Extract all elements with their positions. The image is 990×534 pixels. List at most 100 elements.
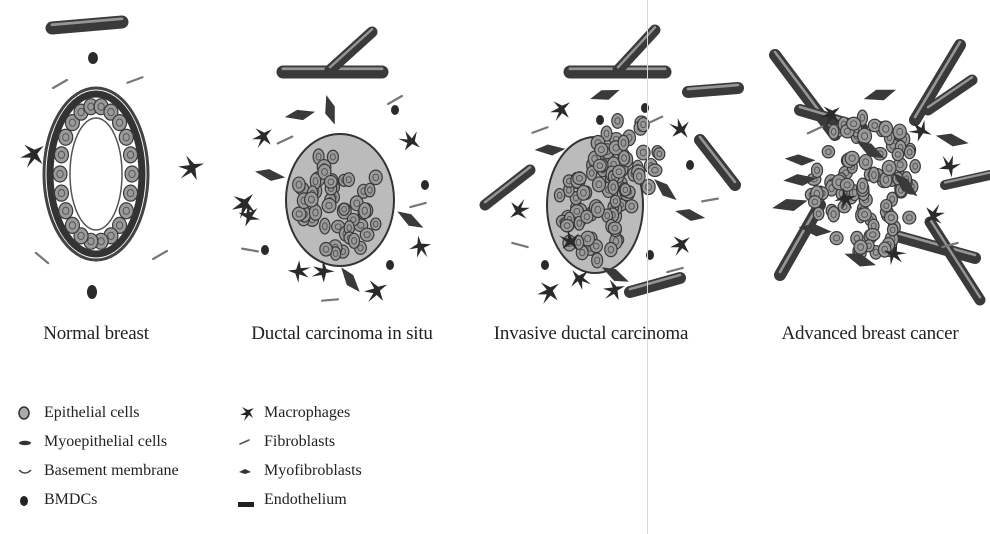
blood-vessel [618, 30, 655, 70]
epithelial-cell [903, 211, 916, 224]
epithelial-cell [320, 242, 332, 256]
epithelial-cell [828, 207, 839, 222]
myofibroblast [674, 206, 707, 225]
epithelial-cell [593, 159, 606, 171]
legend-item-myoepithelial: Myoepithelial cells [16, 432, 167, 452]
epithelial-cell [625, 200, 637, 213]
epithelial-cell [365, 183, 375, 197]
fibroblast [702, 199, 718, 202]
epithelial-cell [879, 121, 893, 137]
macrophage [20, 145, 43, 168]
epithelial-cell [893, 124, 906, 139]
epithelial-cell [54, 185, 68, 201]
epithelial-cell [822, 146, 834, 158]
myoepithelial-cell-icon [16, 432, 44, 452]
macrophage [670, 236, 690, 256]
legend-item-epithelial: Epithelial cells [16, 403, 140, 423]
macrophage-icon [236, 403, 264, 423]
epithelial-cell [854, 240, 867, 254]
epithelial-cell [349, 233, 360, 248]
macrophage [600, 278, 625, 303]
fibroblast [53, 80, 67, 88]
blood-vessel-highlight [700, 137, 735, 182]
myofibroblast [535, 145, 566, 156]
epithelial-cell [904, 146, 915, 159]
epithelial-cell [887, 224, 897, 236]
epithelial-cell [619, 151, 630, 165]
epithelial-cell [892, 148, 903, 160]
macrophage [936, 151, 963, 178]
epithelial-cell [612, 114, 623, 129]
fibroblast [667, 268, 682, 272]
epithelial-cell [813, 207, 824, 220]
fibroblast [242, 249, 258, 252]
legend-label: Fibroblasts [264, 433, 335, 451]
stage-label-dcis: Ductal carcinoma in situ [251, 323, 432, 345]
epithelial-cell [119, 129, 133, 145]
fibroblast-icon [236, 432, 264, 452]
macrophage [287, 257, 315, 285]
epithelial-cell [829, 125, 839, 140]
macrophage [407, 235, 434, 262]
blood-vessel [330, 32, 372, 70]
basement-membrane-icon [16, 461, 44, 481]
blood-vessel-highlight [485, 167, 530, 202]
stage-label-idc: Invasive ductal carcinoma [494, 323, 688, 345]
macrophage [510, 199, 530, 219]
epithelial-cell [320, 218, 330, 234]
epithelial-cell [343, 173, 354, 187]
myofibroblast [784, 153, 816, 167]
myofibroblast-icon [236, 461, 264, 481]
bmdc [421, 180, 429, 190]
epithelial-cell [857, 178, 868, 193]
epithelial-cell [293, 177, 306, 192]
epithelial-cell [554, 189, 564, 202]
myofibroblast [394, 207, 426, 233]
bmdc [386, 260, 394, 270]
epithelial-cell [54, 147, 68, 163]
epithelial-cell [322, 198, 336, 212]
myofibroblast [284, 107, 316, 122]
epithelial-cell [339, 203, 349, 215]
fibroblast [648, 117, 663, 124]
legend-item-bmdc: BMDCs [16, 490, 97, 510]
epithelial-cell-icon [16, 403, 44, 423]
legend-item-myofibroblast: Myofibroblasts [236, 461, 362, 481]
epithelial-cell [812, 163, 823, 177]
epithelial-cell [119, 203, 133, 219]
blood-vessel [485, 170, 530, 205]
epithelial-cell [305, 192, 319, 207]
epithelial-cell [124, 147, 138, 163]
epithelial-cell [809, 196, 822, 208]
myofibroblast [589, 86, 622, 105]
legend-item-endothelium: Endothelium [236, 490, 347, 510]
legend-label: Macrophages [264, 404, 350, 422]
macrophage [362, 280, 387, 305]
epithelial-cell [359, 203, 371, 219]
epithelial-cell [371, 218, 381, 230]
epithelial-cell [592, 177, 605, 192]
macrophage [252, 128, 272, 148]
epithelial-cell [840, 178, 854, 191]
fibroblast [808, 127, 823, 134]
bmdc [261, 245, 269, 255]
legend-item-fibroblast: Fibroblasts [236, 432, 335, 452]
epithelial-cell [360, 228, 374, 241]
bmdc [87, 285, 97, 299]
legend-label: Endothelium [264, 491, 347, 509]
myofibroblast [771, 195, 809, 214]
epithelial-cell [610, 195, 620, 207]
epithelial-cell [633, 169, 645, 185]
macrophage [175, 154, 205, 184]
epithelial-cell [124, 185, 138, 201]
duct-lumen [70, 118, 122, 230]
epithelial-cell [637, 145, 651, 160]
fibroblast [36, 253, 48, 263]
fibroblast [322, 299, 338, 300]
myofibroblast [254, 166, 286, 184]
blood-vessel-highlight [330, 29, 372, 67]
myofibroblast [862, 85, 898, 105]
fibroblast [388, 96, 402, 104]
epithelial-cell [573, 172, 586, 184]
epithelial-cell [869, 167, 879, 183]
